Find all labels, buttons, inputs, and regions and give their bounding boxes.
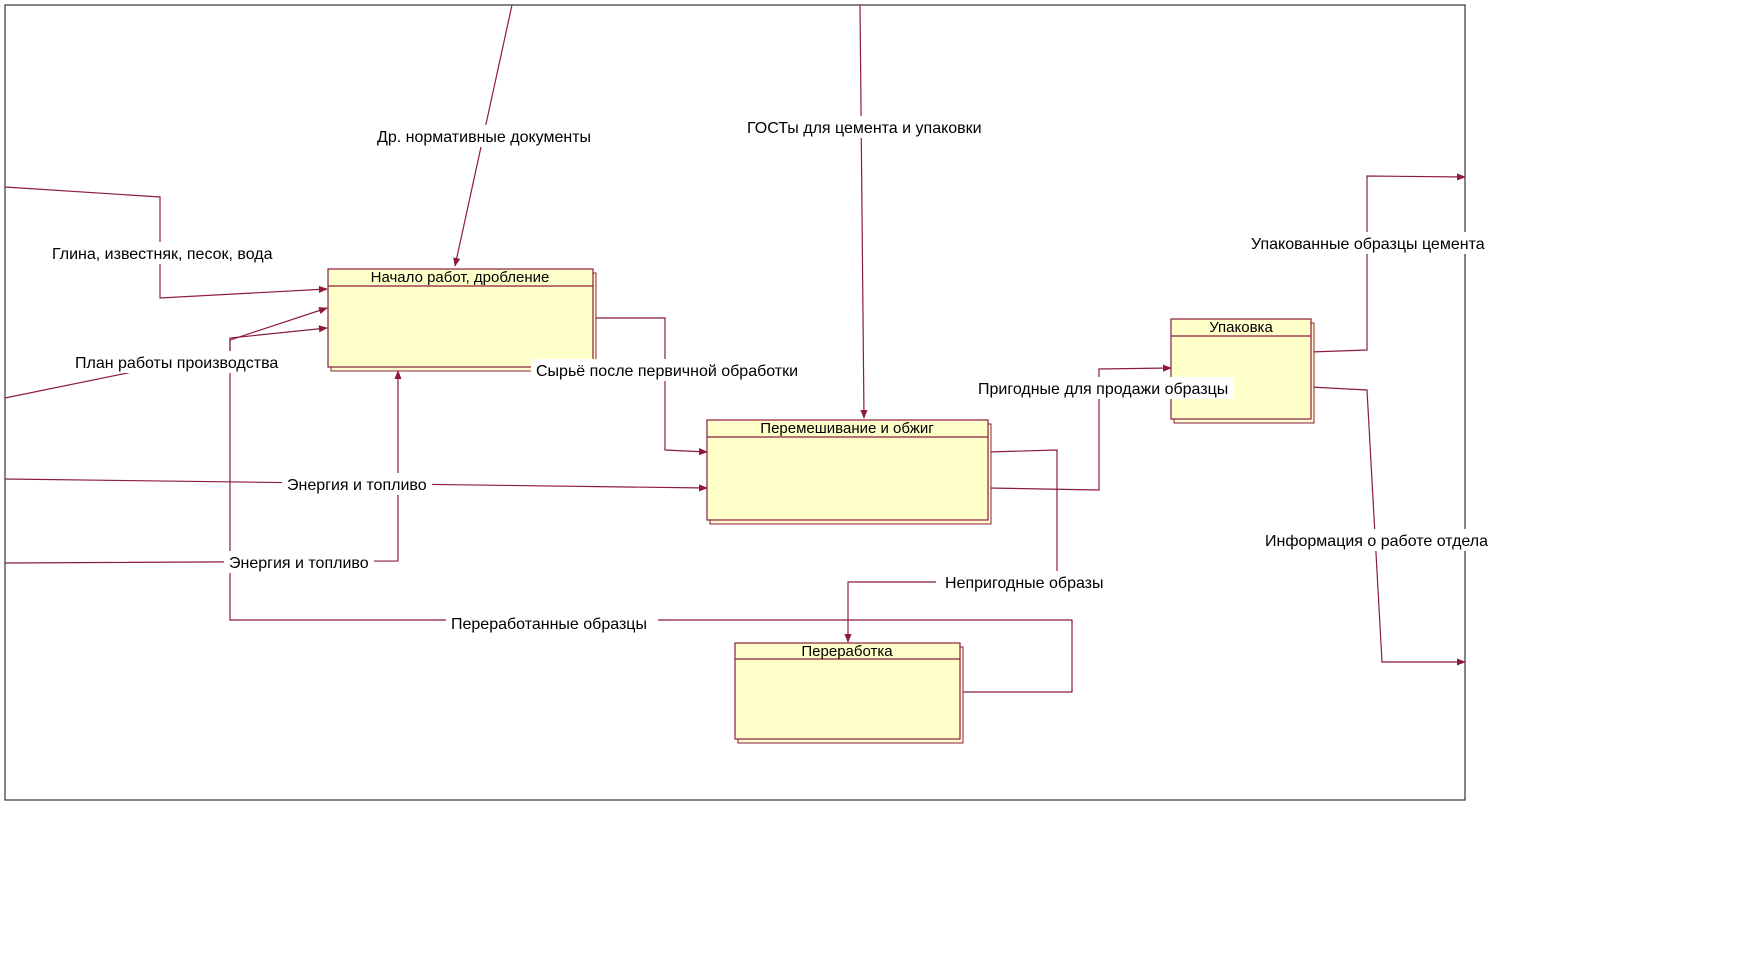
labels-layer: Др. нормативные документы ГОСТы для цеме… <box>48 116 1492 634</box>
diagram-frame <box>4 4 1466 801</box>
label-raw-materials: Глина, известняк, песок, вода <box>52 246 273 263</box>
arrow-processed-raw[interactable] <box>593 317 708 456</box>
label-sellable: Пригодные для продажи образцы <box>978 381 1228 398</box>
label-packed: Упакованные образцы цемента <box>1251 236 1485 253</box>
label-energy-1: Энергия и топливо <box>287 477 427 494</box>
arrows-layer <box>4 4 1466 693</box>
box-recycling[interactable]: Переработка <box>734 642 964 744</box>
label-processed-raw: Сырьё после первичной обработки <box>536 363 798 380</box>
box-mixing[interactable]: Перемешивание и обжиг <box>706 419 992 525</box>
arrow-gost[interactable] <box>859 4 868 419</box>
label-production-plan: План работы производства <box>75 355 278 372</box>
label-dept-info: Информация о работе отдела <box>1265 533 1488 550</box>
label-norm-docs: Др. нормативные документы <box>377 129 591 146</box>
box-packing-title: Упаковка <box>1209 319 1273 336</box>
label-unfit: Непригодные образы <box>945 575 1104 592</box>
box-packing[interactable]: Упаковка <box>1170 318 1315 424</box>
label-recycled: Переработанные образцы <box>451 616 647 633</box>
arrow-dept-info[interactable] <box>1309 386 1466 666</box>
label-energy-2: Энергия и топливо <box>229 555 369 572</box>
box-start-title: Начало работ, дробление <box>371 269 550 286</box>
box-mixing-title: Перемешивание и обжиг <box>760 420 934 437</box>
label-gost: ГОСТы для цемента и упаковки <box>747 120 982 137</box>
arrow-energy-2[interactable] <box>4 370 402 564</box>
box-start[interactable]: Начало работ, дробление <box>327 268 597 372</box>
arrow-sellable[interactable] <box>987 364 1172 491</box>
arrow-packed[interactable] <box>1309 173 1466 353</box>
box-recycling-title: Переработка <box>801 643 893 660</box>
